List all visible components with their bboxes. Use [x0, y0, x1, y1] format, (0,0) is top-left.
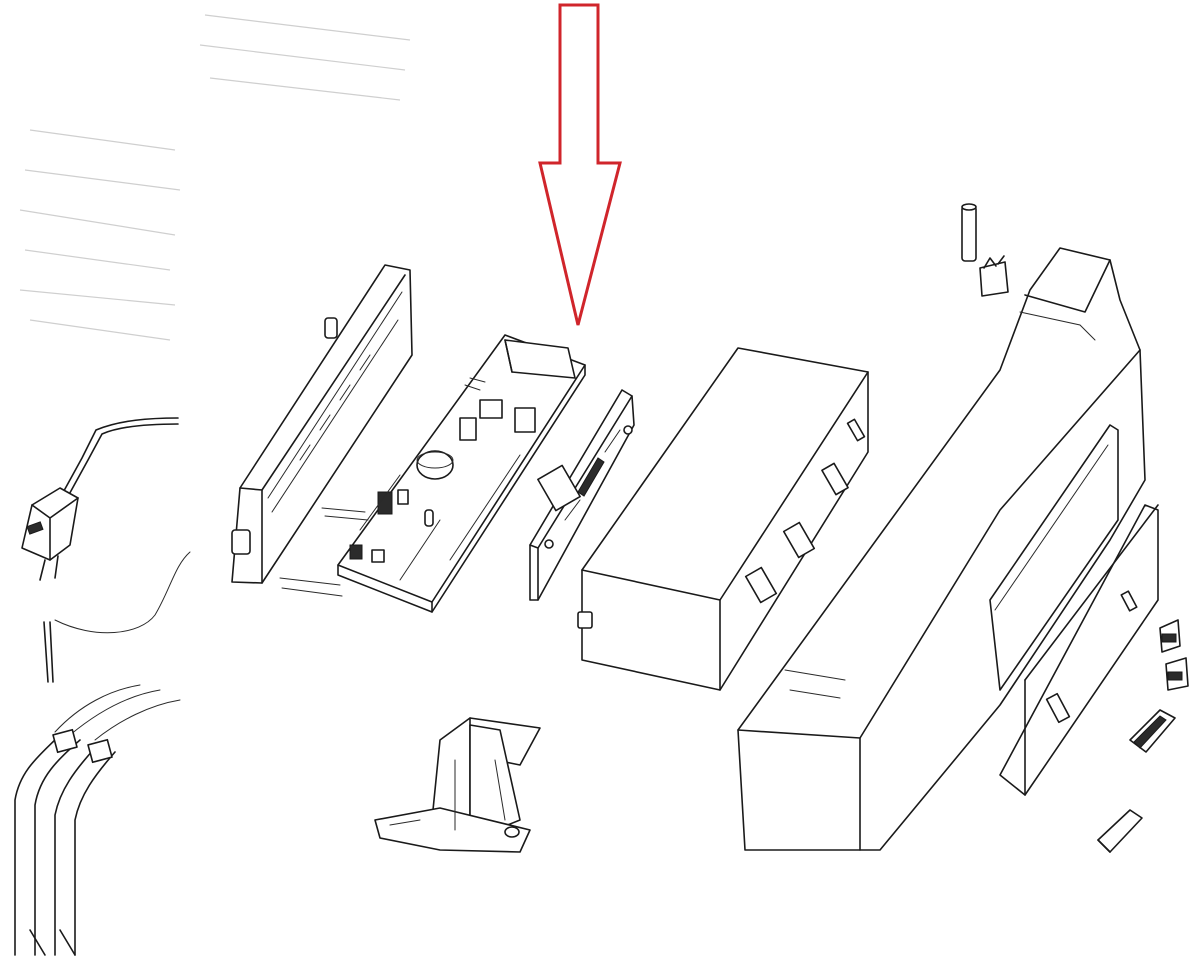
button-caps	[1097, 709, 1176, 853]
front-panel-fascia	[999, 504, 1159, 796]
support-bracket	[374, 717, 541, 853]
background-bleed-marks	[19, 14, 411, 341]
button-cap-2	[1097, 809, 1143, 853]
mains-power-cable	[21, 417, 179, 581]
button-cap-1	[1129, 709, 1176, 753]
highlight-arrow	[538, 3, 622, 326]
push-buttons	[1159, 619, 1189, 691]
water-hoses	[14, 684, 181, 956]
push-button-2	[1165, 657, 1189, 691]
spacer-post	[961, 203, 977, 262]
push-button-1	[1159, 619, 1181, 653]
clip	[979, 255, 1009, 297]
control-panel-housing	[737, 247, 1146, 851]
front-mounting-rail	[231, 264, 413, 584]
control-box-cover	[577, 347, 869, 691]
highlight-arrow-shape	[538, 3, 622, 326]
temperature-sensor-probe	[43, 551, 191, 683]
display-board	[529, 389, 635, 601]
pcb-control-board	[279, 334, 586, 613]
